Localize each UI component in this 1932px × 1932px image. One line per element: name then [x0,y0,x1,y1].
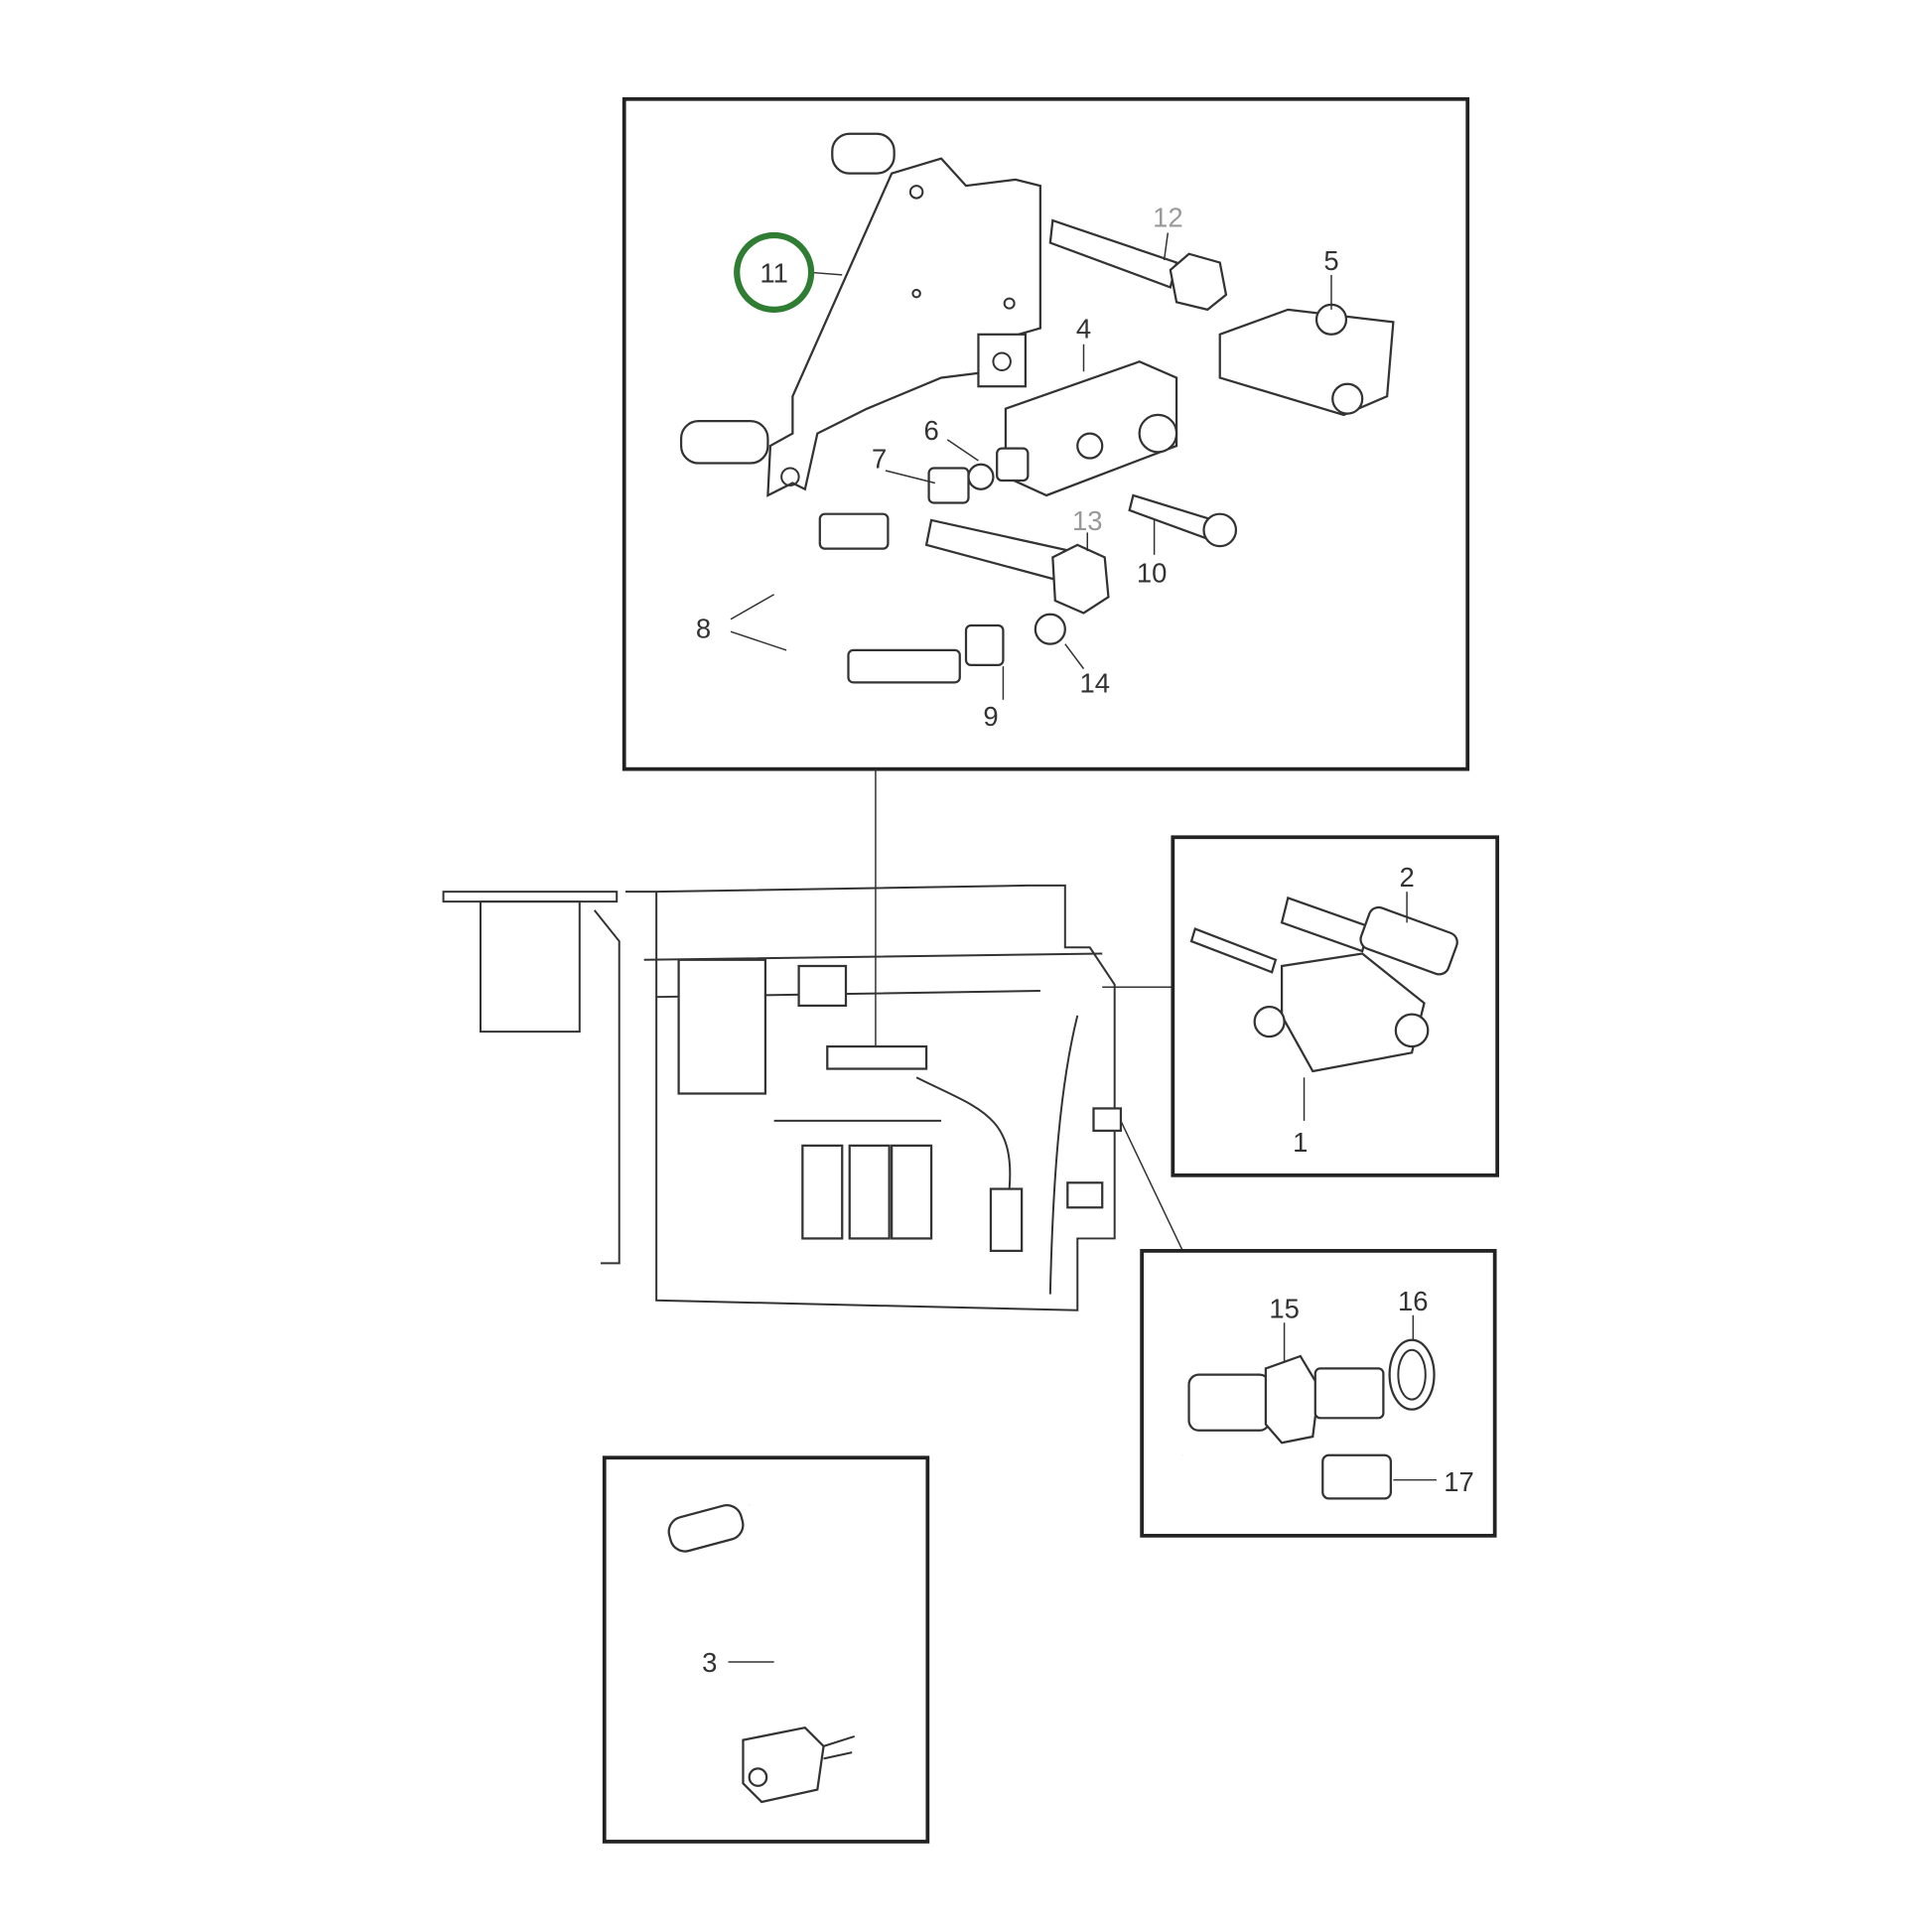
callout-3[interactable]: 3 [702,1647,717,1678]
solenoid[interactable] [1280,952,1426,1073]
detail-box-solenoid: 2 1 [1171,835,1500,1177]
callout-14[interactable]: 14 [1079,667,1110,698]
callout-4[interactable]: 4 [1076,314,1091,345]
callout-6[interactable]: 6 [923,415,938,446]
solenoid-valve[interactable] [1218,308,1395,417]
callout-10[interactable]: 10 [1137,557,1168,588]
callout-9[interactable]: 9 [983,701,998,732]
sensor[interactable] [1264,1354,1320,1445]
callout-11[interactable]: 11 [759,257,787,288]
detail-box-pipe: 3 [602,1455,930,1844]
callout-2[interactable]: 2 [1399,862,1414,893]
callout-11-highlight[interactable] [734,231,815,313]
detail-box-bracket-assembly: 11 12 5 4 6 7 13 10 8 14 9 [621,96,1470,771]
valve-housing[interactable] [742,1725,825,1804]
callout-16[interactable]: 16 [1398,1286,1429,1316]
engine-overview [442,884,1123,1311]
callout-13[interactable]: 13 [1072,505,1103,536]
callout-17[interactable]: 17 [1444,1466,1474,1497]
callout-7[interactable]: 7 [872,444,887,475]
bracket[interactable] [766,157,1041,497]
callout-1[interactable]: 1 [1293,1127,1308,1158]
detail-box-sensor: 15 16 17 [1140,1249,1497,1538]
callout-5[interactable]: 5 [1323,245,1338,276]
callout-8[interactable]: 8 [696,613,711,643]
seal-ring[interactable] [1388,1338,1436,1411]
callout-15[interactable]: 15 [1269,1293,1300,1323]
callout-12[interactable]: 12 [1153,202,1183,232]
